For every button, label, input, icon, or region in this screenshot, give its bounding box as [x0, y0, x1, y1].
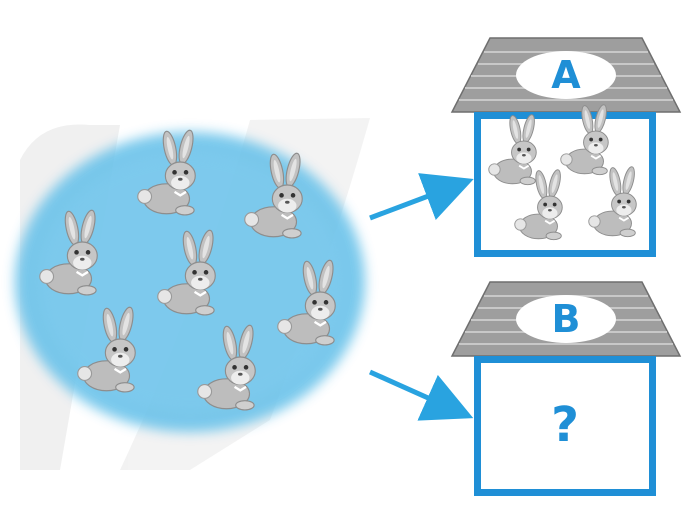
house-b-label-badge	[516, 295, 616, 343]
house-a-label-badge	[516, 51, 616, 99]
house-a-label: A	[551, 53, 581, 97]
arrow-to-house-b	[368, 369, 474, 421]
house-b	[450, 281, 682, 496]
unknown-count-mark: ?	[551, 397, 579, 453]
house-b-label: B	[551, 297, 581, 341]
arrow-to-house-a	[369, 173, 474, 221]
house-a	[450, 37, 682, 257]
